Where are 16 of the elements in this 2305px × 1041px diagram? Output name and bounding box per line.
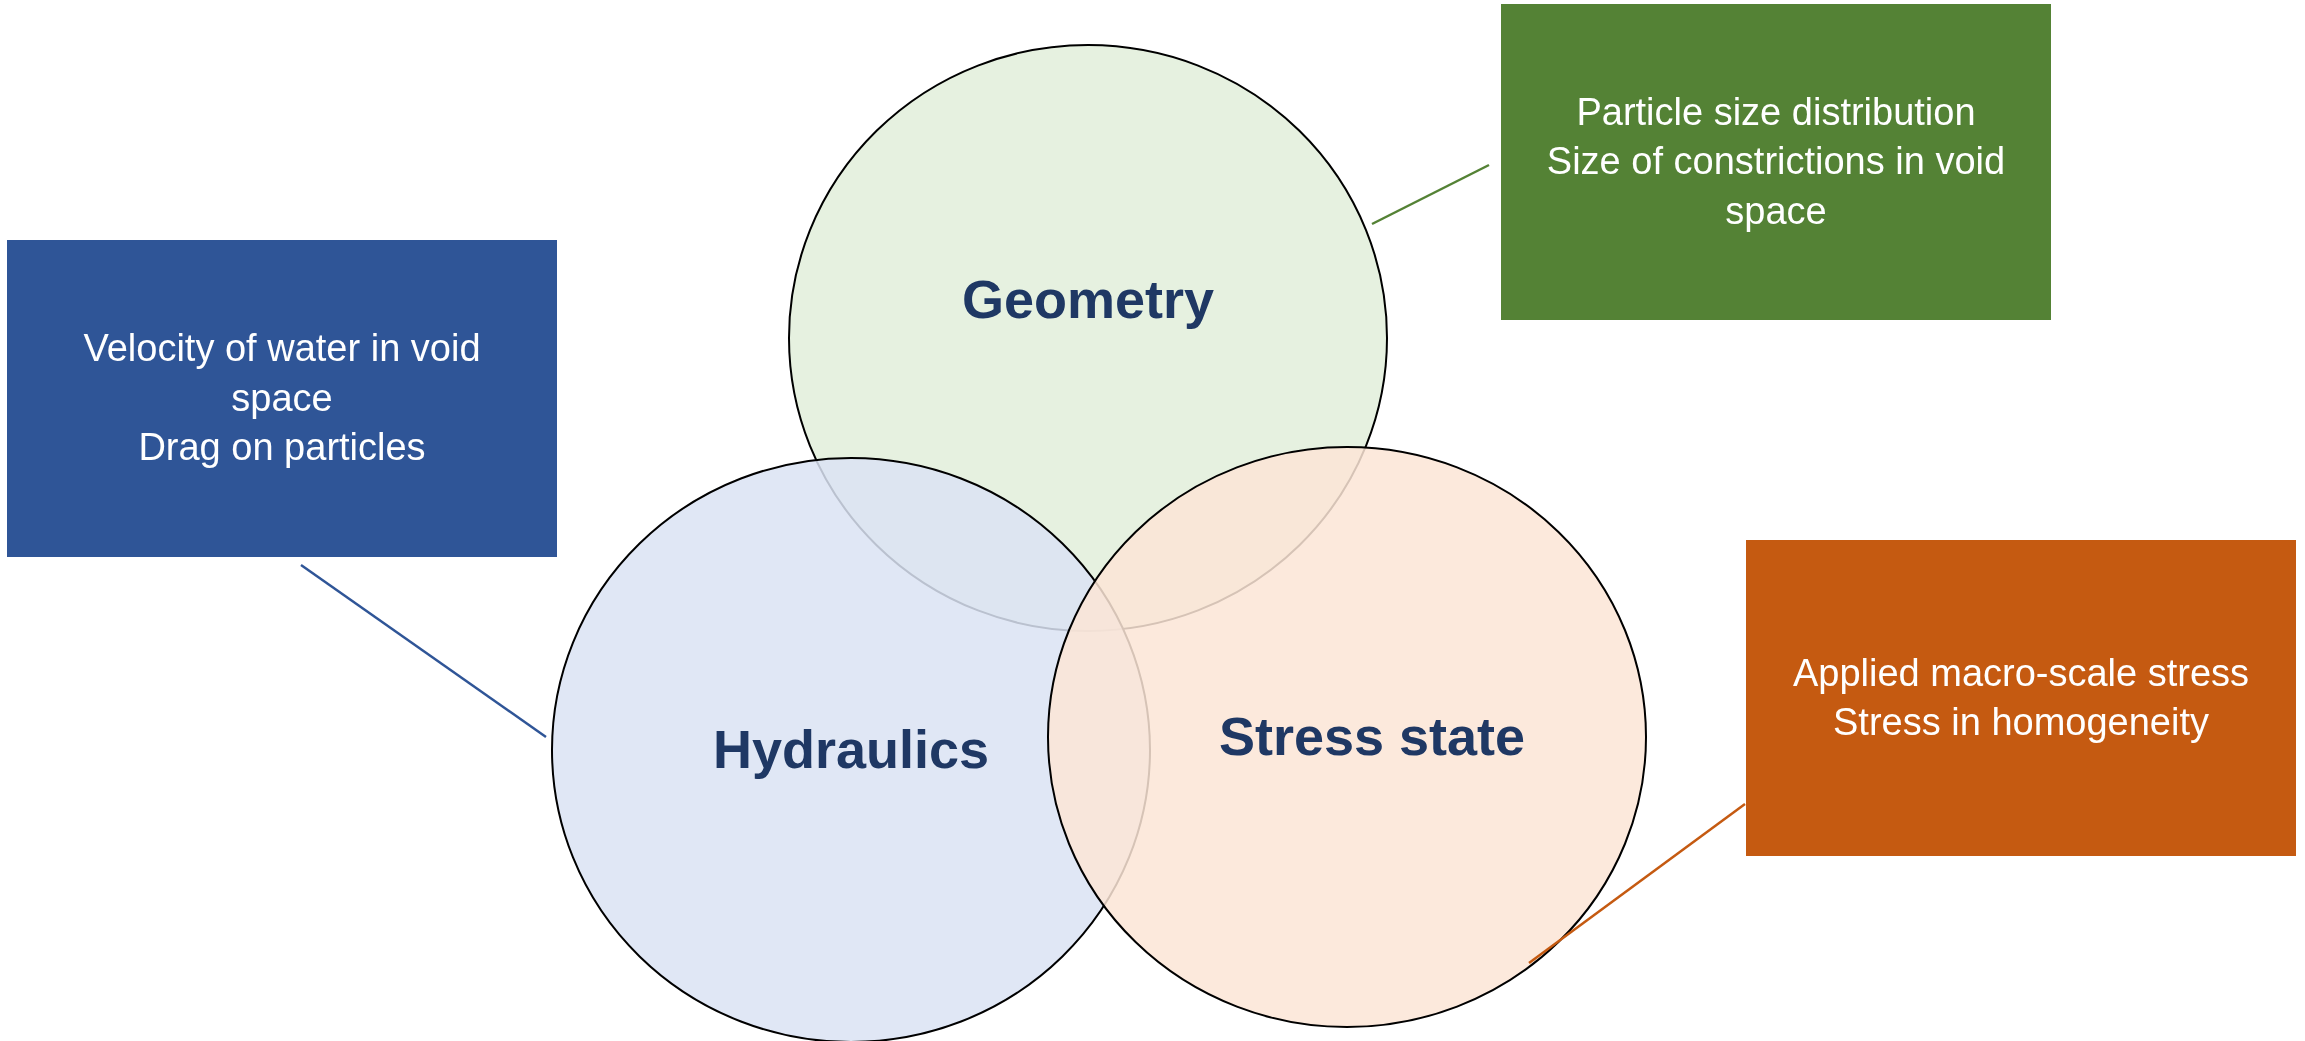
- callout-box: [1746, 540, 2296, 856]
- leader-line: [1371, 163, 1490, 226]
- callout-text: Applied macro-scale stress: [1792, 650, 2250, 696]
- circle-label: Geometry: [960, 268, 1216, 330]
- leader-line: [300, 563, 547, 739]
- circle-label: Stress state: [1217, 705, 1527, 767]
- callout-box: [1501, 4, 2051, 320]
- callout-text: Velocity of water in void space: [82, 326, 482, 421]
- venn-circle: [1047, 446, 1647, 1028]
- callout-text: Particle size distribution: [1576, 89, 1976, 135]
- callout-text: Drag on particles: [138, 425, 426, 471]
- circle-label: Hydraulics: [711, 718, 991, 780]
- leader-line: [1528, 803, 1746, 964]
- callout-text: Size of constrictions in void space: [1546, 139, 2006, 234]
- callout-text: Stress in homogeneity: [1833, 700, 2209, 745]
- callout-box: [7, 240, 557, 557]
